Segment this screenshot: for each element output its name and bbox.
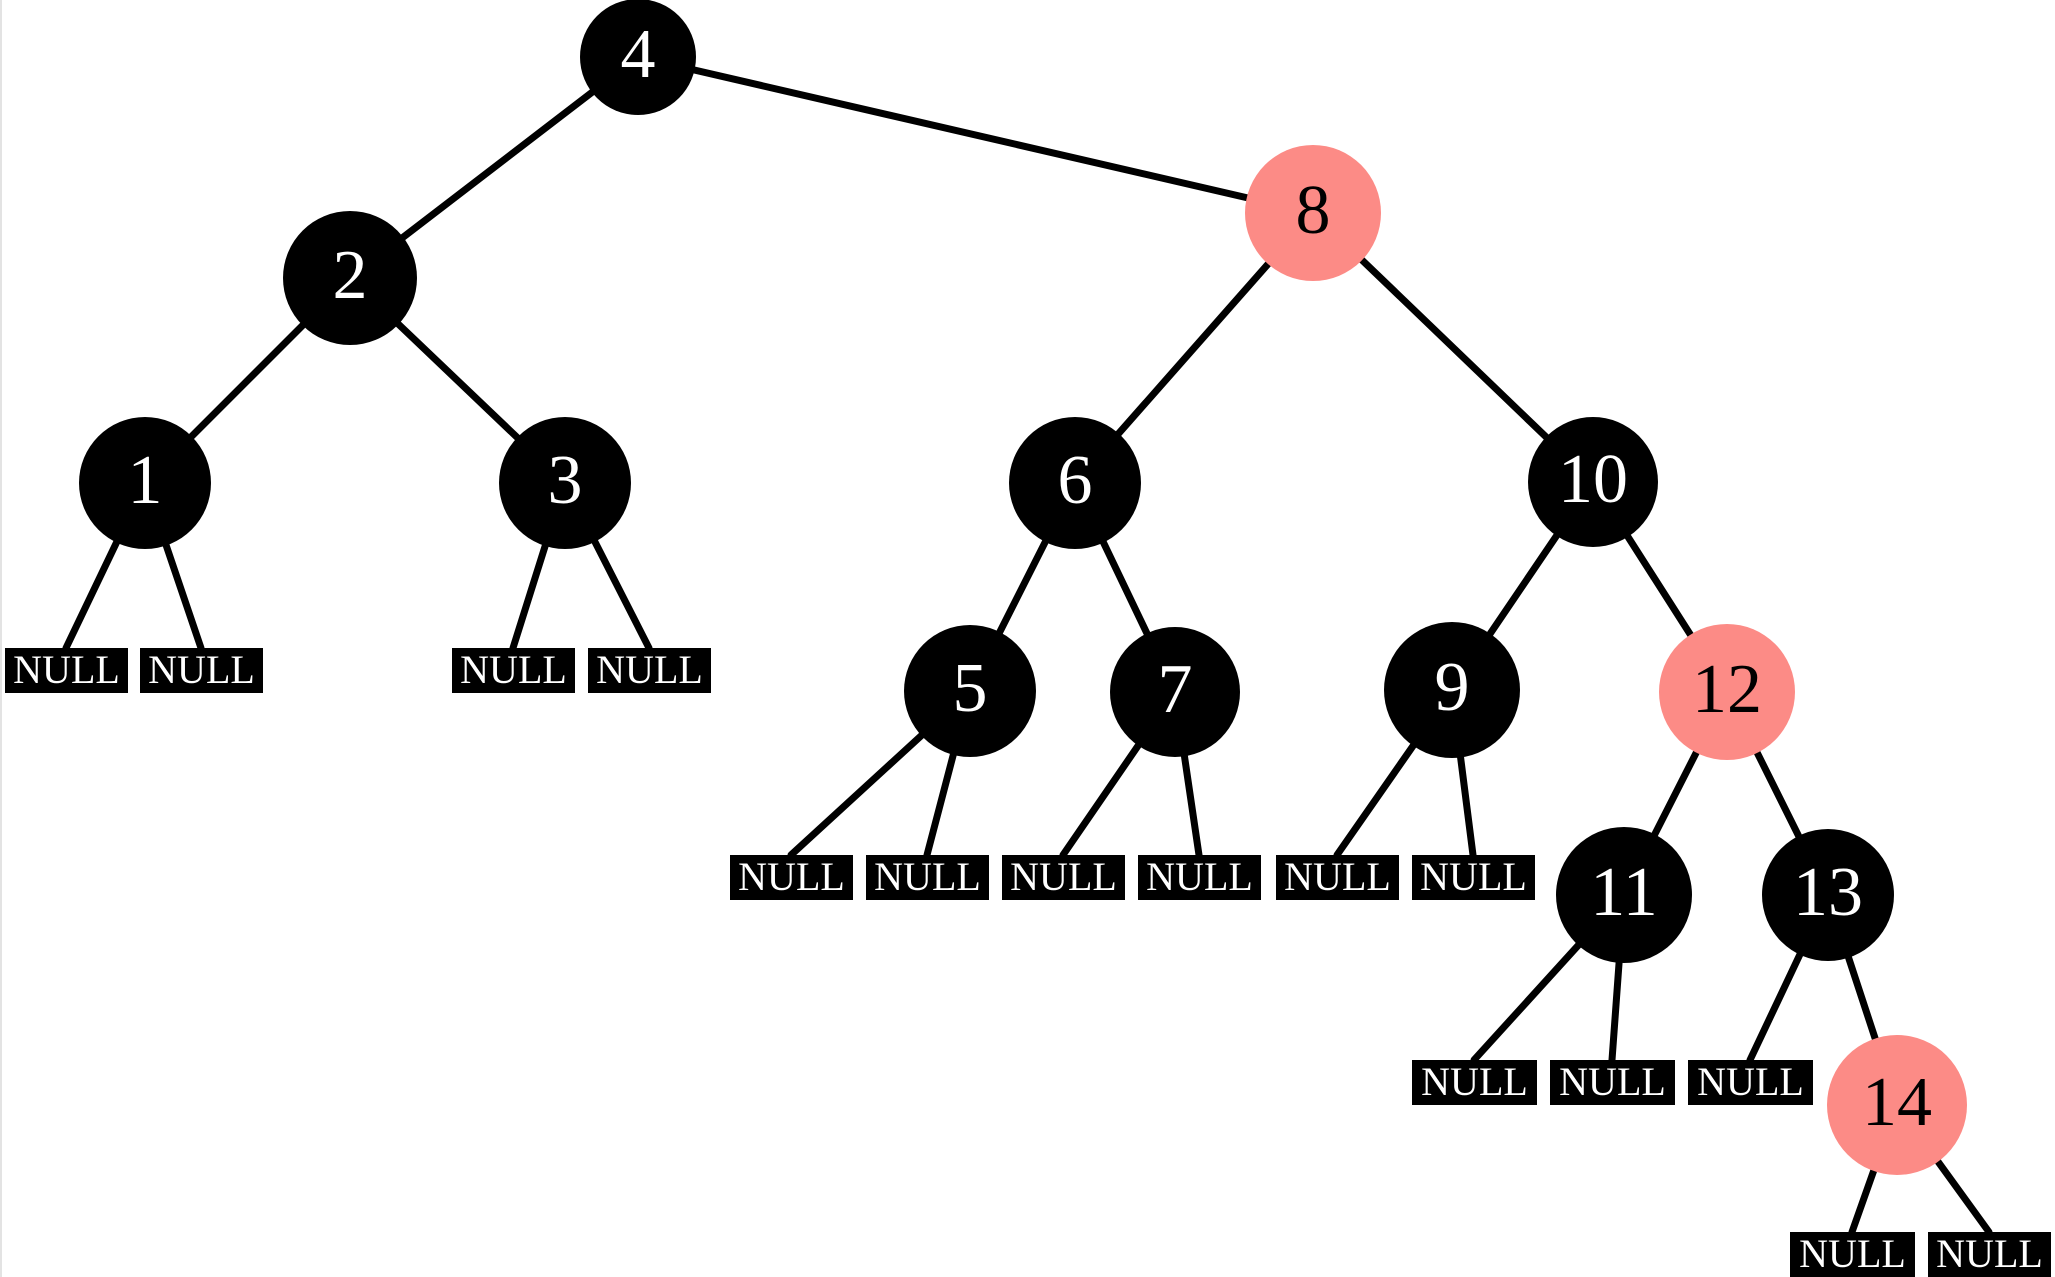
tree-node-5[interactable]: 5 — [904, 625, 1036, 757]
null-leaf: NULL — [140, 647, 263, 693]
null-leaf: NULL — [730, 854, 853, 900]
null-leaf-label: NULL — [1420, 854, 1527, 899]
tree-node-label: 2 — [332, 237, 368, 314]
tree-node-label: 3 — [547, 442, 583, 519]
null-leaf-label: NULL — [1284, 854, 1391, 899]
tree-node-3[interactable]: 3 — [499, 417, 631, 549]
null-leaf-label: NULL — [874, 854, 981, 899]
tree-node-label: 9 — [1434, 649, 1470, 726]
null-leaf-label: NULL — [1421, 1059, 1528, 1104]
null-leaf: NULL — [1412, 854, 1535, 900]
null-leaf-label: NULL — [1697, 1059, 1804, 1104]
null-leaf-label: NULL — [1799, 1231, 1906, 1276]
null-leaf: NULL — [1790, 1231, 1915, 1277]
tree-node-label: 5 — [952, 650, 988, 727]
tree-edge — [634, 53, 1317, 217]
null-leaf-label: NULL — [1010, 854, 1117, 899]
null-leaf: NULL — [1138, 854, 1261, 900]
null-leaf-label: NULL — [148, 647, 255, 692]
null-leaf: NULL — [1928, 1231, 2051, 1277]
null-leaf-label: NULL — [1559, 1059, 1666, 1104]
tree-node-13[interactable]: 13 — [1762, 829, 1894, 961]
tree-node-14[interactable]: 14 — [1827, 1035, 1967, 1175]
tree-node-label: 12 — [1692, 651, 1762, 728]
null-leaf: NULL — [5, 647, 128, 693]
null-leaf-label: NULL — [1146, 854, 1253, 899]
tree-node-label: 14 — [1862, 1064, 1932, 1141]
tree-node-4[interactable]: 4 — [580, 0, 696, 115]
null-leaf-label: NULL — [13, 647, 120, 692]
tree-node-2[interactable]: 2 — [283, 211, 417, 345]
null-leaf-label: NULL — [1936, 1231, 2043, 1276]
null-leaf: NULL — [1276, 854, 1399, 900]
null-leaf: NULL — [1002, 854, 1125, 900]
null-leaf-label: NULL — [738, 854, 845, 899]
tree-node-label: 11 — [1590, 854, 1658, 931]
tree-node-label: 1 — [127, 442, 163, 519]
tree-node-11[interactable]: 11 — [1556, 827, 1692, 963]
tree-node-1[interactable]: 1 — [79, 417, 211, 549]
null-leaf: NULL — [1412, 1059, 1537, 1105]
tree-node-8[interactable]: 8 — [1245, 145, 1381, 281]
tree-node-7[interactable]: 7 — [1110, 627, 1240, 757]
null-leaf: NULL — [452, 647, 575, 693]
tree-node-6[interactable]: 6 — [1009, 417, 1141, 549]
page-left-border — [0, 0, 2, 1277]
tree-node-9[interactable]: 9 — [1384, 622, 1520, 758]
null-leaf: NULL — [1688, 1059, 1813, 1105]
tree-node-label: 13 — [1793, 854, 1863, 931]
tree-node-12[interactable]: 12 — [1659, 624, 1795, 760]
tree-node-label: 8 — [1295, 172, 1331, 249]
null-leaf-label: NULL — [596, 647, 703, 692]
null-leaf-label: NULL — [460, 647, 567, 692]
tree-node-label: 7 — [1157, 651, 1193, 728]
null-leaf: NULL — [588, 647, 711, 693]
tree-node-label: 4 — [620, 16, 656, 93]
null-leaf: NULL — [1550, 1059, 1675, 1105]
tree-node-label: 6 — [1057, 442, 1093, 519]
tree-node-label: 10 — [1558, 441, 1628, 518]
null-leaf: NULL — [866, 854, 989, 900]
tree-node-10[interactable]: 10 — [1528, 417, 1658, 547]
